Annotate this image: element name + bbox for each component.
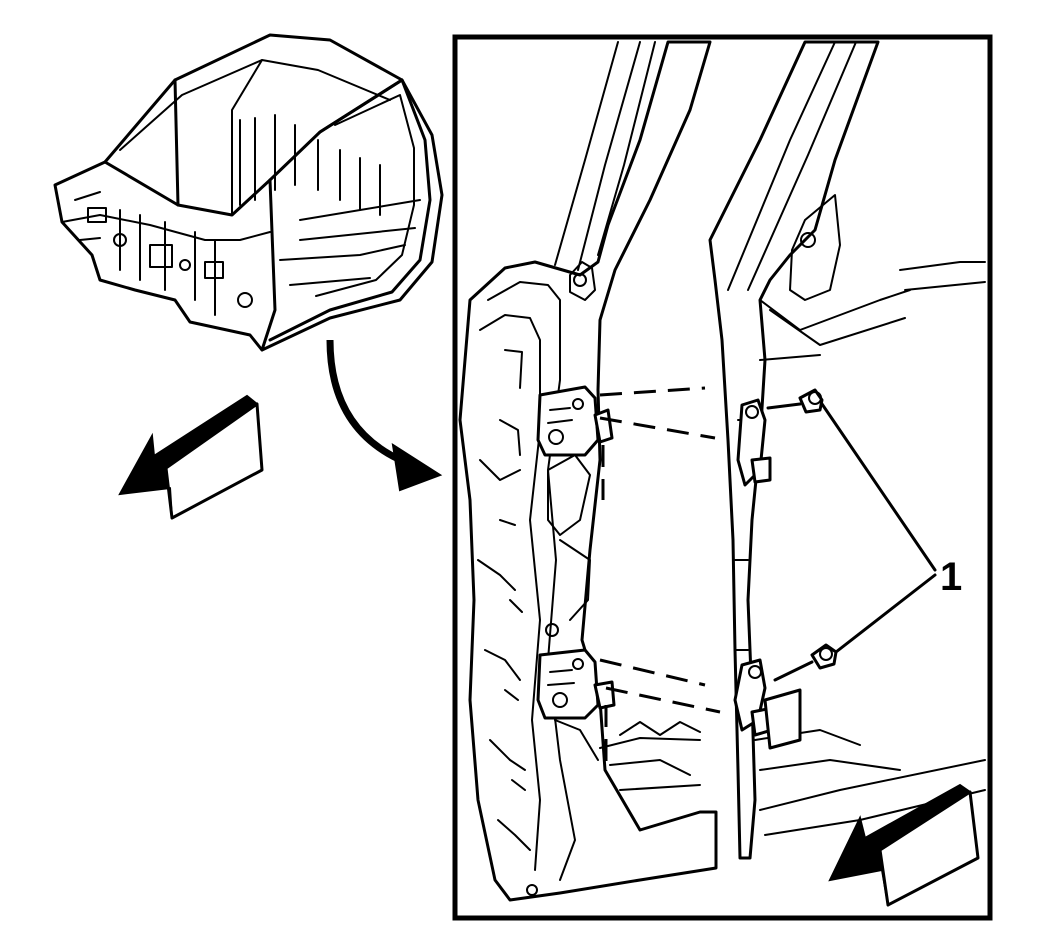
detail-view: 1 [458, 40, 986, 907]
callout-leaders [820, 402, 937, 654]
lower-hinge-pillar-half [536, 648, 616, 720]
hinge-pillar [458, 40, 718, 902]
lower-hinge-door-half [733, 658, 802, 750]
cab-overview [53, 33, 444, 352]
lower-hinge-bolt [773, 643, 838, 682]
front-direction-arrow-left [118, 394, 264, 520]
alignment-lines [599, 386, 721, 765]
upper-hinge-door-half [736, 398, 772, 487]
detail-arrow [326, 339, 443, 492]
front-direction-arrow-detail [828, 783, 980, 907]
callout-number-1: 1 [940, 555, 962, 599]
